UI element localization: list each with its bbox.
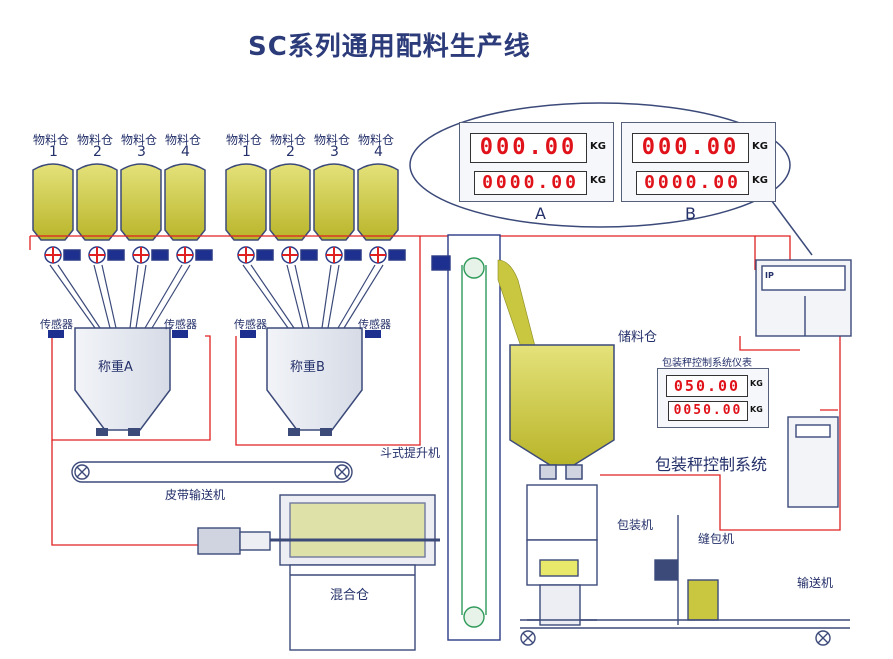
display-b-unit1: KG [752,141,768,152]
bin-b3-label: 物料仓 [314,133,351,147]
pack-instrument-title: 包装秤控制系统仪表 [662,358,752,369]
pack-cabinet [787,416,839,508]
bins-group-a [32,163,206,241]
sewing-label: 缝包机 [698,532,735,546]
display-a-panel: 000.00 KG 0000.00 KG [459,122,614,202]
pack-display-row2: 0050.00 [668,401,748,421]
packing-machine [526,484,598,626]
bin-a2-number: 2 [93,144,102,160]
bin-b3-number: 3 [330,144,339,160]
mixer-label: 混合仓 [330,588,370,603]
bin-b2-label: 物料仓 [270,133,307,147]
display-a-row2: 0000.00 [474,171,587,195]
belt-conveyor [71,461,353,483]
display-b-panel: 000.00 KG 0000.00 KG [621,122,776,202]
pack-display-row1: 050.00 [666,375,748,397]
scale-b-label: 称重B [290,360,325,375]
bin-a4-label: 物料仓 [165,133,202,147]
display-a-unit2: KG [590,175,606,186]
weigh-hoppers [74,327,363,431]
bin-b4-label: 物料仓 [358,133,395,147]
storage-bin [509,344,615,480]
feeders [44,246,406,264]
page-title: SC系列通用配料生产线 [248,32,531,62]
bins-group-b [225,163,399,241]
display-a-unit1: KG [590,141,606,152]
packer-label: 包装机 [617,518,654,532]
bin-a3-number: 3 [137,144,146,160]
batching-controller [755,259,852,337]
display-a-row1: 000.00 [470,133,587,163]
bin-b4-number: 4 [374,144,383,160]
sewing-machine [654,515,719,625]
material-stream [497,259,537,351]
bin-a1-number: 1 [49,144,58,160]
bin-a2-label: 物料仓 [77,133,114,147]
display-b-row1: 000.00 [632,133,749,163]
display-b-unit2: KG [752,175,768,186]
display-b-label: B [685,204,696,223]
chutes [49,264,384,329]
conveyor-label: 输送机 [797,576,834,590]
bin-a3-label: 物料仓 [121,133,158,147]
mixer [197,494,440,651]
sensor-label-a-left: 传感器 [40,318,73,331]
bin-b2-number: 2 [286,144,295,160]
storage-bin-label: 储料仓 [618,330,658,345]
sensor-label-b-right: 传感器 [358,318,391,331]
bin-a4-number: 4 [181,144,190,160]
hopper-gates [96,428,332,436]
bucket-elevator [431,234,501,641]
pack-display-panel: 050.00 KG 0050.00 KG [657,368,769,428]
pack-system-label: 包装秤控制系统 [655,455,768,474]
controller-logo: IP [765,271,774,280]
scale-a-label: 称重A [98,360,133,375]
display-a-label: A [535,204,546,223]
belt-conveyor-label: 皮带输送机 [165,488,226,502]
bin-b1-number: 1 [242,144,251,160]
sensor-label-a-right: 传感器 [164,318,197,331]
load-cells [48,330,381,338]
display-b-row2: 0000.00 [636,171,749,195]
bucket-elevator-label: 斗式提升机 [380,446,441,460]
sensor-label-b-left: 传感器 [234,318,267,331]
wiring [29,235,841,546]
bin-b1-label: 物料仓 [226,133,263,147]
pack-display-unit2: KG [750,405,763,414]
bin-a1-label: 物料仓 [33,133,70,147]
output-conveyor [520,619,850,646]
pack-display-unit1: KG [750,379,763,388]
